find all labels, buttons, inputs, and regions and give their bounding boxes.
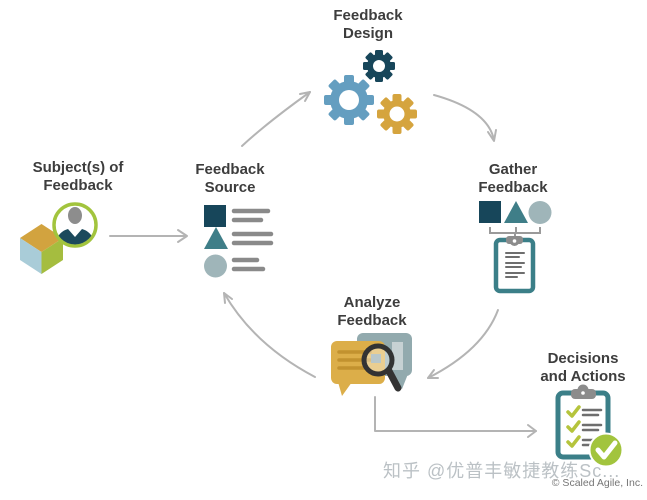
categorized-list-icon — [204, 205, 274, 278]
check-badge-icon — [588, 432, 624, 468]
label-line: Analyze — [343, 294, 401, 311]
label-line: Gather — [488, 161, 538, 178]
speech-bubbles-magnifier-icon — [331, 333, 412, 396]
triangle-icon — [504, 201, 528, 223]
label-line: Feedback — [195, 161, 265, 178]
gear-gold-icon — [377, 94, 417, 134]
circle-icon — [204, 254, 227, 278]
arrow-subject-to-source — [109, 229, 188, 243]
copyright-notice: © Scaled Agile, Inc. — [551, 477, 643, 489]
label-decisions-and-actions: Decisions and Actions — [524, 350, 642, 386]
arrow-design-to-gather — [433, 94, 497, 142]
gear-blue-icon — [324, 75, 374, 125]
magnifier-icon — [361, 343, 402, 392]
gears-icon — [324, 50, 417, 134]
circle-icon — [528, 201, 552, 224]
triangle-icon — [204, 227, 228, 249]
label-feedback-source: Feedback Source — [180, 161, 280, 197]
zhihu-watermark: 知乎 @优普丰敏捷教练Sc... — [383, 461, 621, 481]
arrow-source-to-design — [241, 91, 311, 147]
arrow-analyze-to-source — [223, 292, 316, 378]
label-line: Decisions — [547, 350, 619, 367]
label-feedback-design: Feedback Design — [308, 7, 428, 43]
label-line: Source — [204, 179, 256, 196]
cube-and-person-icon — [20, 202, 98, 274]
cube-icon — [20, 224, 63, 274]
arrow-gather-to-analyze — [427, 309, 499, 379]
clipboard-icon — [493, 236, 536, 294]
label-line: Feedback — [478, 179, 548, 196]
label-gather-feedback: Gather Feedback — [463, 161, 563, 197]
gear-dark-icon — [363, 50, 395, 82]
label-line: Feedback — [43, 177, 113, 194]
square-icon — [204, 205, 226, 227]
label-line: Feedback — [333, 7, 403, 24]
arrow-analyze-to-decisions — [374, 396, 537, 438]
label-analyze-feedback: Analyze Feedback — [322, 294, 422, 330]
label-line: Design — [342, 25, 393, 42]
label-line: Subject(s) of — [32, 159, 124, 176]
label-subject-of-feedback: Subject(s) of Feedback — [8, 159, 148, 195]
shapes-to-clipboard-icon — [479, 201, 552, 294]
label-line: Feedback — [337, 312, 407, 329]
person-icon — [52, 202, 98, 248]
label-line: and Actions — [540, 368, 626, 385]
square-icon — [479, 201, 501, 223]
checklist-clipboard-icon — [555, 384, 624, 468]
